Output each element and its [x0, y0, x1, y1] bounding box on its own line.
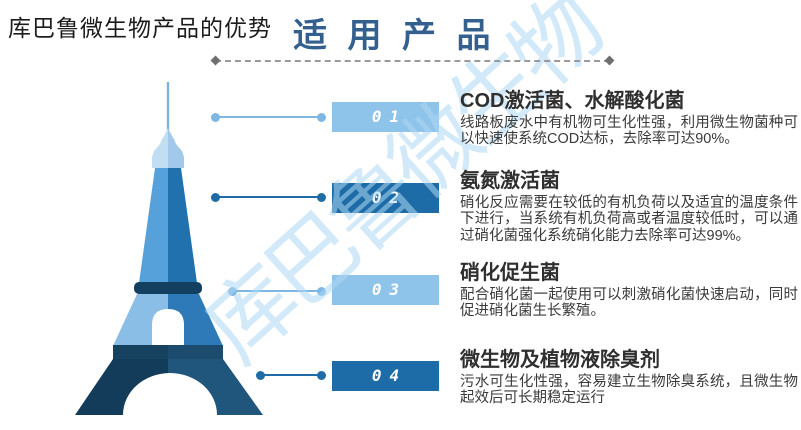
dot-icon — [228, 286, 237, 296]
item-description: 污水可生化性强，容易建立生物除臭系统，且微生物起效后可长期稳定运行 — [460, 374, 798, 407]
diamond-icon — [604, 55, 615, 66]
connector-line — [256, 370, 326, 380]
connector-line — [211, 112, 326, 122]
page-title: 适 用 产 品 — [293, 18, 497, 55]
diamond-icon — [210, 55, 221, 66]
item-number-badge: 03 — [332, 275, 439, 305]
dot-icon — [211, 192, 220, 202]
dot-icon — [317, 286, 326, 296]
item-description: 线路板废水中有机物可生化性强，利用微生物菌种可以快速使系统COD达标，去除率可达… — [460, 115, 798, 148]
item-description: 配合硝化菌一起使用可以刺激硝化菌快速启动，同时促进硝化菌生长繁殖。 — [460, 287, 798, 320]
item-title: 硝化促生菌 — [460, 262, 560, 284]
item-number-badge: 04 — [332, 361, 439, 391]
eiffel-tower-illustration — [75, 82, 263, 415]
dot-icon — [317, 112, 326, 122]
dot-icon — [211, 112, 220, 122]
item-description: 硝化反应需要在较低的有机负荷以及适宜的温度条件下进行，当系统有机负荷高或者温度较… — [460, 195, 798, 244]
item-number-badge: 02 — [332, 183, 439, 213]
item-text: 硝化促生菌 配合硝化菌一起使用可以刺激硝化菌快速启动，同时促进硝化菌生长繁殖。 — [460, 262, 798, 320]
item-text: 氨氮激活菌 硝化反应需要在较低的有机负荷以及适宜的温度条件下进行，当系统有机负荷… — [460, 170, 798, 244]
item-number-badge: 01 — [332, 102, 439, 132]
item-title: 氨氮激活菌 — [460, 170, 560, 192]
page-heading: 库巴鲁微生物产品的优势 — [8, 16, 272, 41]
dot-icon — [256, 370, 265, 380]
item-title: 微生物及植物液除臭剂 — [460, 349, 660, 371]
item-text: COD激活菌、水解酸化菌 线路板废水中有机物可生化性强，利用微生物菌种可以快速使… — [460, 90, 798, 148]
title-divider — [210, 55, 615, 66]
item-title: COD激活菌、水解酸化菌 — [460, 90, 685, 112]
connector-line — [228, 286, 326, 296]
dot-icon — [317, 192, 326, 202]
item-text: 微生物及植物液除臭剂 污水可生化性强，容易建立生物除臭系统，且微生物起效后可长期… — [460, 349, 798, 407]
connector-line — [211, 192, 326, 202]
dot-icon — [317, 370, 326, 380]
